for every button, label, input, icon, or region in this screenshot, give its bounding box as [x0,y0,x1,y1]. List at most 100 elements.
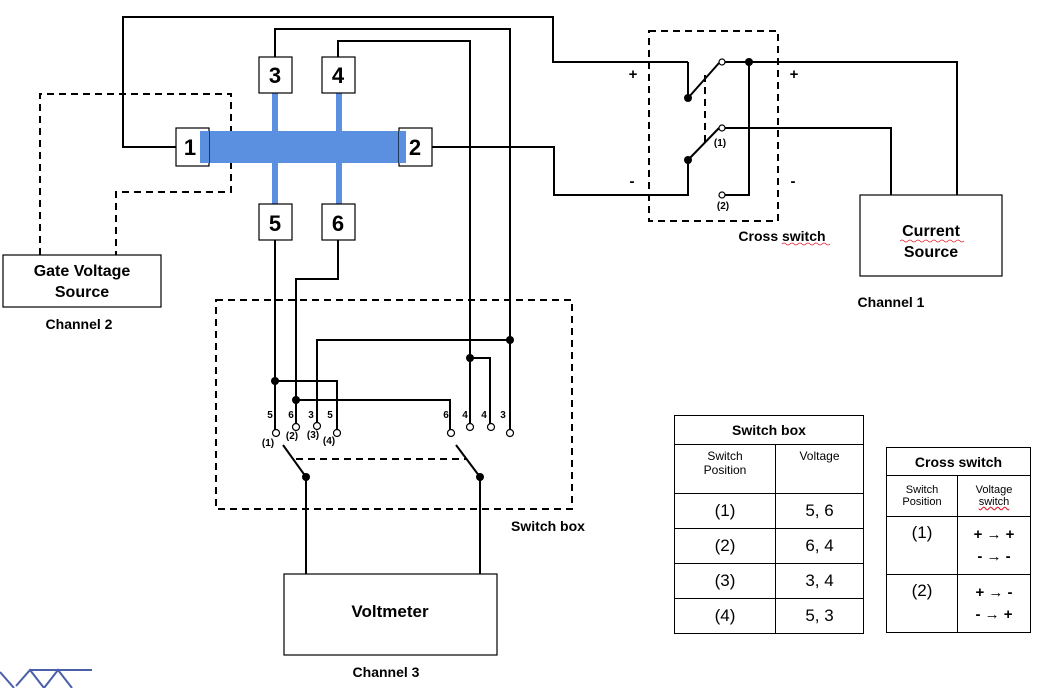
junction-dot [684,94,692,102]
wire-sb-b [296,399,451,432]
logo-mark [0,668,92,688]
cs-row-mapping-line2: - → - [977,547,1011,565]
cross-pos2-label: (2) [717,201,729,212]
current-source-line1: Current [902,223,960,240]
logo-stroke [15,668,73,688]
sb-left-contact-label: 3 [308,410,314,421]
sb-position-label: (1) [262,438,274,449]
switch-blade-right [455,444,481,478]
sb-right-contact-label: 6 [443,410,449,421]
cross-switch-table: Cross switch Switch Position Voltage swi… [886,447,1031,633]
wire-t6 [295,240,339,426]
switch-box-table-col-position: Switch Position [674,444,776,494]
cross-switch-table-title: Cross switch [886,447,1031,476]
wire-t2 [432,146,689,196]
cross-contact-1 [718,124,726,132]
table-row: (3) 3, 4 [674,563,864,599]
sb-position-label: (3) [307,430,319,441]
current-source-channel: Channel 1 [858,294,925,310]
switch-box-enclosure [215,299,573,510]
sb-left-contact-label: 5 [267,410,273,421]
sb-right-contact-label: 3 [500,410,506,421]
cross-col-voltage-line1: Voltage [975,484,1013,496]
junction-dot [506,336,514,344]
sample-bar-right-end [399,131,406,163]
cross-blade-top [687,62,720,99]
sb-row-position: (3) [674,563,776,599]
gate-source-box [2,254,162,308]
switch-box-labels: 5 6 3 5 6 4 4 3 (1) (2) (3) (4) Switch b… [262,410,585,534]
cross-col-voltage-line2: switch [978,496,1010,508]
sb-row-voltage: 5, 6 [775,493,864,529]
wire-cross-top-out [724,61,958,195]
sb-row-voltage: 5, 3 [775,598,864,634]
cs-row-mapping: + → + - → - [957,516,1031,575]
table-row: (2) + → - - → + [886,574,1031,633]
voltmeter-label: Voltmeter [351,602,429,621]
table-row: (4) 5, 3 [674,598,864,634]
sample-hall-bar [200,85,406,208]
terminal-5-box [258,203,293,241]
wire-sb-c [316,339,510,426]
cs-row-mapping-line1: + → + [973,525,1015,543]
logo-stroke [0,671,15,688]
junction-dot [271,377,279,385]
junction-dot [684,156,692,164]
wire-t3 [274,28,511,433]
voltmeter-channel: Channel 3 [353,664,420,680]
sample-arm-4 [336,85,342,135]
sample-bar-main [200,131,406,163]
sb-left-contact-label: 6 [288,410,294,421]
sb-right-contact-label: 4 [462,410,468,421]
sb-row-position: (2) [674,528,776,564]
wire-cross-pos1 [724,127,892,195]
contact-right-2 [465,422,475,432]
spellcheck-squiggle [781,242,831,246]
sample-bar-left-end [200,131,209,163]
cross-pos1-label: (1) [714,138,726,149]
cross-plus-left: + [629,66,638,83]
terminal-2-label: 2 [409,135,421,160]
contact-right-3 [486,422,496,432]
gate-source-line2: Source [55,284,109,301]
junction-dot [292,396,300,404]
contacts [271,58,726,438]
cs-row-mapping-line2: - → + [975,605,1013,623]
wire-t1-top [122,16,688,148]
terminal-3-label: 3 [269,63,281,88]
cross-plus-right: + [790,66,799,83]
terminal-6-label: 6 [332,211,344,236]
junction-dot [745,58,753,66]
cs-row-position: (1) [886,516,958,575]
current-source-line2: Source [904,244,958,261]
sb-row-voltage: 6, 4 [775,528,864,564]
wire-t4 [337,40,471,427]
sb-row-position: (1) [674,493,776,529]
cross-switch-table-col-voltage: Voltage switch [957,475,1031,517]
sb-row-position: (4) [674,598,776,634]
terminal-5-label: 5 [269,211,281,236]
terminal-4-box [321,56,356,94]
table-row: (1) + → + - → - [886,516,1031,575]
sample-arm-6 [336,160,342,208]
table-row: (2) 6, 4 [674,528,864,564]
voltmeter-box [283,573,498,656]
sb-right-contact-label: 4 [481,410,487,421]
switch-box-label: Switch box [511,518,585,534]
wires [122,16,958,574]
sample-arm-3 [272,85,278,135]
gate-source-line1: Gate Voltage [34,263,131,280]
wire-sb-d [470,357,491,427]
switch-box-table-col-voltage: Voltage [775,444,864,494]
terminal-4-label: 4 [332,63,345,88]
cs-row-position: (2) [886,574,958,633]
cross-blade-bottom [687,127,720,161]
sample-arm-5 [272,160,278,208]
cs-row-mapping-line1: + → - [975,583,1013,601]
wire-cross-pos2 [725,62,750,196]
contact-left-2 [291,422,301,432]
cross-switch-label: Cross switch [738,228,825,244]
wire-sb-a [275,380,338,432]
switch-box-table-title: Switch box [674,415,864,445]
gate-wire-outer [39,93,232,255]
